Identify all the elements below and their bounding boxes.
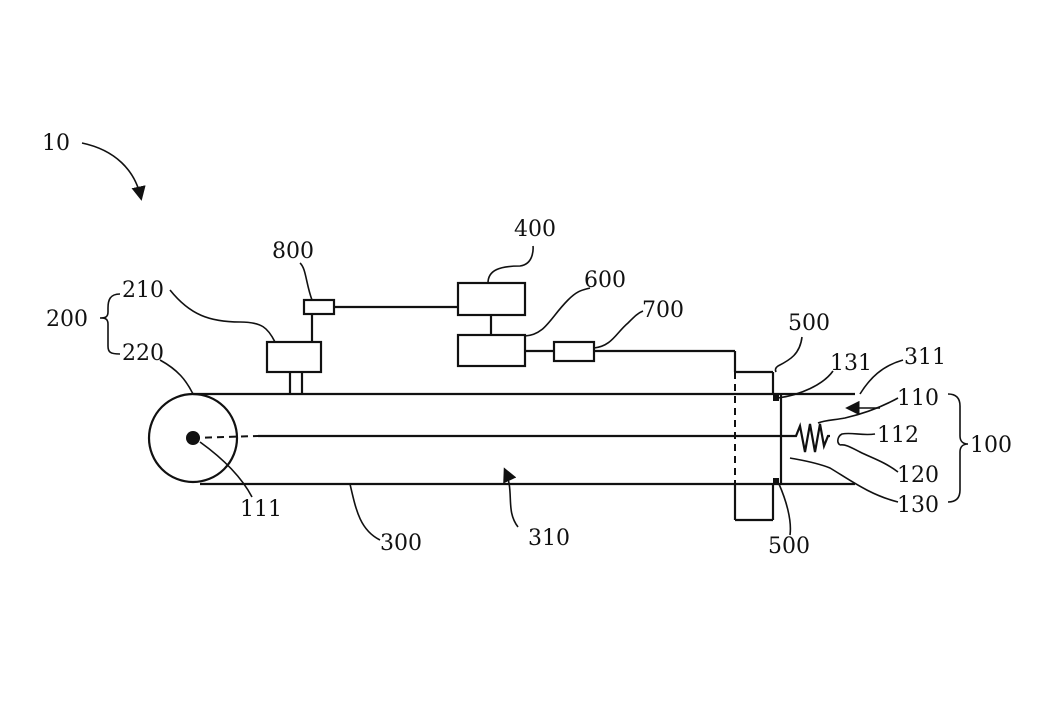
label-500-top: 500	[788, 311, 830, 336]
brace-200	[99, 293, 121, 355]
leader-300	[349, 483, 381, 541]
label-300: 300	[380, 531, 422, 556]
component-600-box	[456, 333, 527, 368]
leader-130	[789, 457, 899, 503]
leader-120	[839, 444, 899, 473]
label-111: 111	[240, 497, 282, 522]
label-700: 700	[642, 298, 684, 323]
assembly-arrow-10	[81, 142, 146, 201]
leader-311	[859, 359, 904, 395]
leader-600	[524, 287, 591, 337]
label-110: 110	[897, 386, 939, 411]
label-800: 800	[272, 239, 314, 264]
brace-100	[947, 393, 969, 503]
label-131: 131	[830, 351, 872, 376]
leader-700	[593, 310, 644, 349]
leader-131	[777, 370, 834, 399]
leader-111	[199, 441, 253, 498]
leader-112	[837, 432, 876, 446]
wire-dashed-segment	[192, 435, 259, 439]
leader-500-top	[774, 336, 803, 373]
label-200: 200	[46, 307, 88, 332]
label-112: 112	[877, 423, 919, 448]
leader-110	[817, 397, 899, 424]
leader-800	[299, 262, 313, 301]
label-100: 100	[970, 433, 1012, 458]
label-400: 400	[514, 217, 556, 242]
label-10: 10	[42, 131, 70, 156]
component-400-box	[456, 281, 527, 317]
stopper-500-top	[773, 395, 779, 401]
spring-112	[790, 422, 830, 453]
label-500-bottom: 500	[768, 534, 810, 559]
label-220: 220	[122, 341, 164, 366]
leader-210	[169, 289, 276, 343]
label-210: 210	[122, 278, 164, 303]
stopper-500-bottom	[773, 478, 779, 484]
leader-400	[487, 245, 534, 284]
leader-220	[159, 359, 194, 395]
arrow-310	[503, 467, 519, 528]
component-800-box	[302, 298, 336, 316]
label-130: 130	[897, 493, 939, 518]
label-310: 310	[528, 526, 570, 551]
component-210-box	[265, 340, 323, 374]
leader-500-bottom	[778, 483, 792, 536]
component-700-box	[552, 340, 596, 363]
label-311: 311	[904, 345, 946, 370]
label-600: 600	[584, 268, 626, 293]
label-120: 120	[897, 463, 939, 488]
